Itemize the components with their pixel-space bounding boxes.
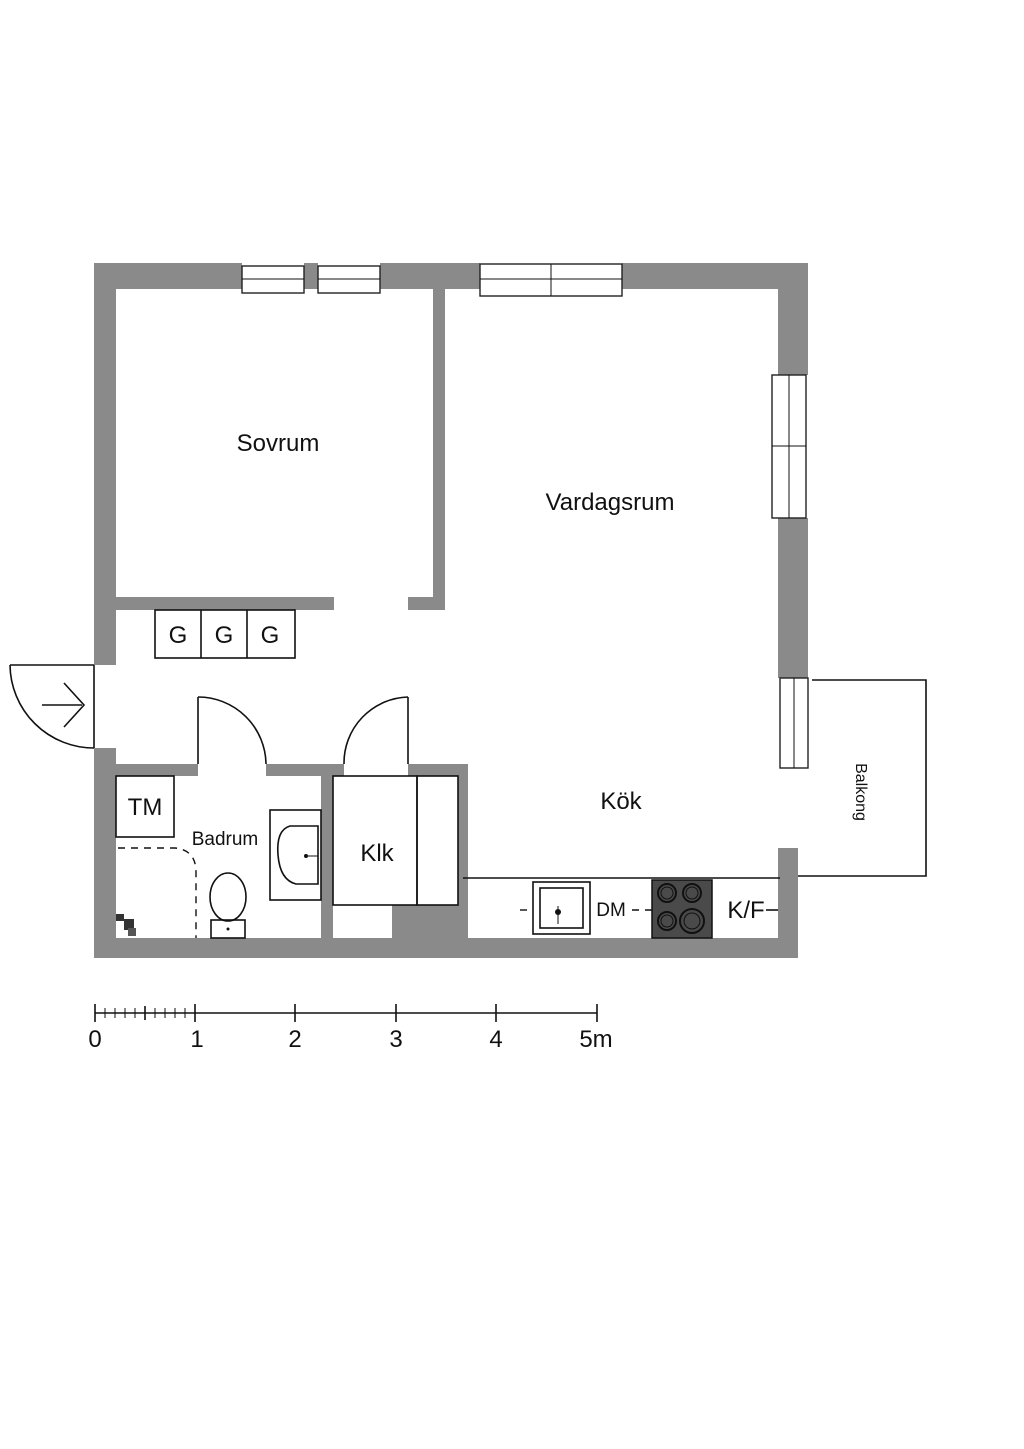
room-label-vardagsrum: Vardagsrum — [546, 489, 675, 516]
kitchen-sink-icon — [532, 881, 591, 935]
windows — [241, 263, 809, 769]
room-label-sovrum: Sovrum — [237, 430, 320, 457]
wardrobe-label-2: G — [215, 622, 234, 649]
fridge-freezer-label: K/F — [727, 897, 764, 924]
balcony — [798, 679, 927, 877]
scale-tick-label-0: 0 — [88, 1026, 101, 1053]
room-label-klk: Klk — [360, 840, 394, 867]
bathroom-fixtures: TM — [115, 775, 322, 939]
washing-machine-label: TM — [128, 794, 163, 821]
entrance-door[interactable] — [9, 664, 95, 749]
floor-drain-icon — [116, 914, 136, 936]
exterior-walls — [94, 263, 808, 958]
closet-door[interactable] — [343, 696, 409, 765]
scale-tick-label-2: 2 — [288, 1026, 301, 1053]
room-label-balkong: Balkong — [852, 763, 869, 821]
closet-fixtures — [332, 775, 459, 906]
scale-tick-label-1: 1 — [190, 1026, 203, 1053]
dishwasher-label: DM — [596, 900, 626, 921]
room-label-kok: Kök — [600, 788, 642, 815]
shower-area — [118, 847, 197, 938]
scale-bar: 0 1 2 3 4 5m — [88, 1004, 613, 1053]
washing-machine — [115, 775, 175, 838]
entrance-arrow-icon — [42, 682, 86, 728]
stove-icon — [651, 879, 713, 939]
wardrobe-label-3: G — [261, 622, 280, 649]
scale-tick-label-3: 3 — [389, 1026, 402, 1053]
scale-tick-label-5: 5m — [579, 1026, 612, 1053]
wardrobes: G G G — [154, 609, 296, 659]
kitchen-counter: DM K/F — [463, 877, 780, 939]
room-labels: Sovrum Vardagsrum Kök Badrum Klk Balkong — [192, 430, 869, 867]
bathroom-door[interactable] — [197, 696, 267, 765]
interior-walls — [112, 285, 468, 940]
sink-icon — [269, 809, 322, 901]
scale-tick-label-4: 4 — [489, 1026, 502, 1053]
toilet-icon — [209, 872, 247, 939]
room-label-badrum: Badrum — [192, 829, 259, 850]
wardrobe-label-1: G — [169, 622, 188, 649]
